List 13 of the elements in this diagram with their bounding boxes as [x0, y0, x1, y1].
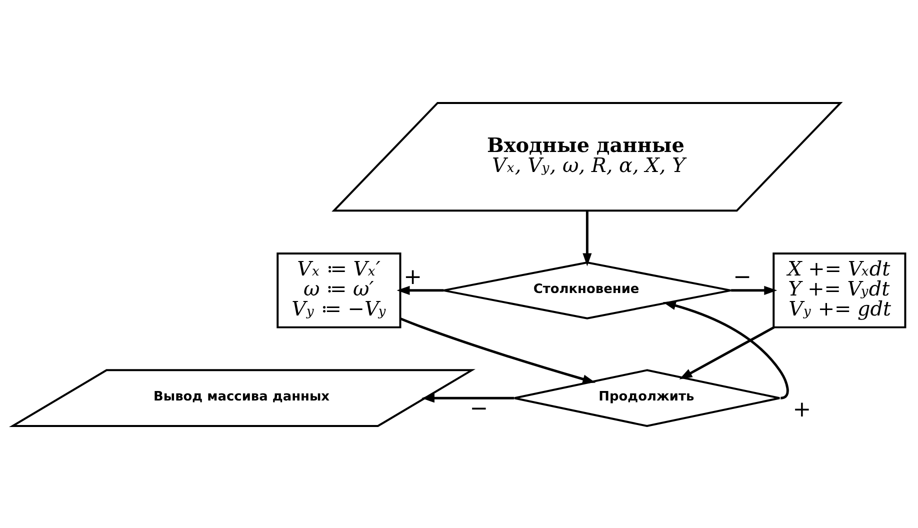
node-box: Vx ≔ Vx′ ω ≔ ω′ Vy ≔ −Vy — [276, 252, 402, 328]
edge-label: + — [404, 264, 422, 290]
node-box: X += Vxdt Y += Vydt Vy += gdt — [772, 252, 906, 328]
arrow — [679, 326, 775, 379]
arrow — [396, 285, 444, 294]
arrow — [662, 300, 789, 399]
arrow — [582, 210, 592, 266]
node-diamond: Столкновение — [442, 260, 732, 319]
arrow — [421, 393, 514, 402]
arrow — [400, 316, 596, 384]
edge-label: + — [792, 397, 812, 422]
arrow — [731, 285, 778, 294]
edge-label: − — [733, 264, 752, 290]
